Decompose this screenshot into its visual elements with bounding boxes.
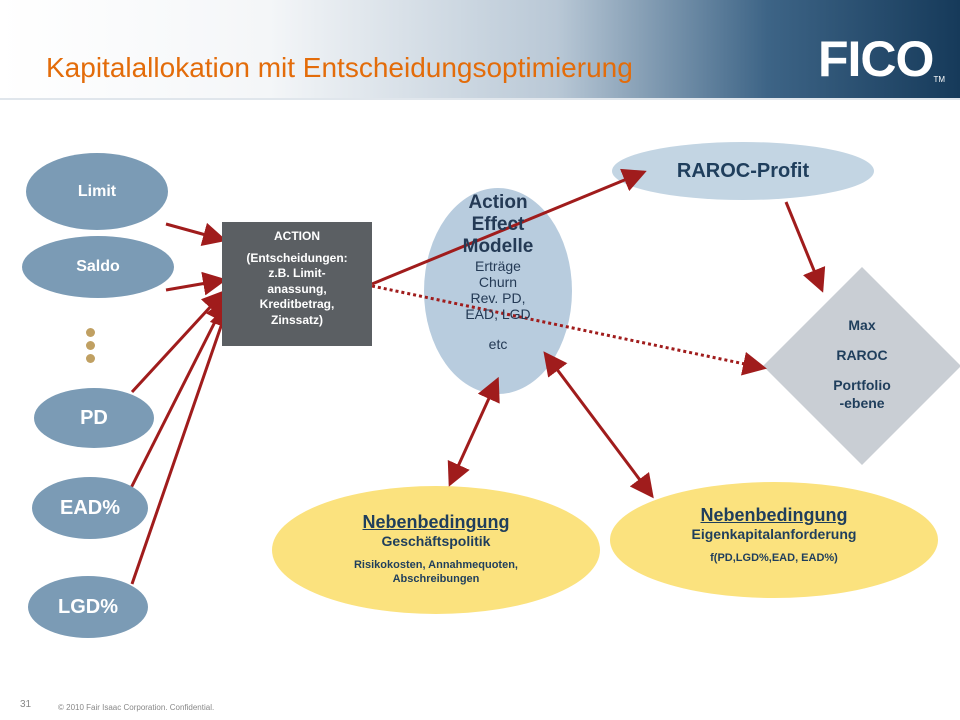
slide-title: Kapitalallokation mit Entscheidungsoptim…: [46, 52, 633, 83]
limit-ellipse: Limit: [26, 153, 168, 230]
nebenbedingung-right-ellipse: [610, 482, 938, 598]
action-box-line5: Kreditbetrag,: [259, 297, 335, 311]
max-raroc-line4: -ebene: [839, 395, 885, 411]
action-effect-line5: etc: [488, 336, 508, 352]
copyright-notice: © 2010 Fair Isaac Corporation. Confident…: [58, 703, 215, 712]
header-divider: [0, 98, 960, 100]
nb-left-subtitle: Geschäftspolitik: [381, 533, 491, 549]
max-raroc-line1: Max: [848, 317, 876, 333]
arrow-action-effect-to-nb-left: [447, 376, 500, 487]
max-raroc-line3: Portfolio: [833, 377, 891, 393]
action-effect-text: Action Effect Modelle Erträge Churn Rev.…: [424, 192, 572, 352]
nebenbedingung-right-text: Nebenbedingung Eigenkapitalanforderung f…: [610, 505, 938, 565]
action-effect-line1: Erträge: [475, 258, 521, 274]
nb-left-title: Nebenbedingung: [362, 512, 510, 532]
nb-right-subtitle: Eigenkapitalanforderung: [691, 526, 857, 542]
nebenbedingung-left-ellipse: [272, 486, 600, 614]
action-effect-title2: Effect: [471, 214, 525, 235]
action-effect-line2: Churn: [478, 274, 518, 290]
action-box-line6: Zinssatz): [270, 312, 323, 327]
arrow-saldo-to-action: [165, 271, 227, 296]
arrow-action-effect-to-nb-right: [543, 351, 654, 499]
action-box: ACTION (Entscheidungen: z.B. Limit- anas…: [222, 222, 372, 346]
max-raroc-text: Max RAROC Portfolio -ebene: [792, 316, 932, 412]
arrow-action-to-raroc: [371, 168, 647, 286]
arrow-raroc-to-max-raroc: [784, 201, 826, 293]
arrow-pd-to-action: [130, 289, 227, 394]
action-box-line4: anassung,: [267, 281, 327, 296]
nb-left-detail1: Risikokosten, Annahmequoten,: [353, 559, 518, 571]
lgd-label: LGD%: [58, 595, 118, 618]
ellipsis-dot-2: [86, 341, 95, 350]
limit-label: Limit: [77, 182, 117, 200]
lgd-ellipse: LGD%: [28, 576, 148, 638]
nebenbedingung-left-text: Nebenbedingung Geschäftspolitik Risikoko…: [272, 512, 600, 586]
action-effect-line4: EAD, LGD: [465, 306, 531, 322]
action-effect-title1: Action: [468, 192, 528, 213]
raroc-profit-label: RAROC-Profit: [676, 159, 810, 182]
ead-ellipse: EAD%: [32, 477, 148, 539]
saldo-label: Saldo: [76, 258, 120, 275]
ellipsis-dot-3: [86, 354, 95, 363]
logo-trademark: TM: [933, 75, 945, 84]
raroc-profit-ellipse: RAROC-Profit: [612, 142, 874, 200]
logo-text: FICO: [818, 31, 934, 87]
saldo-ellipse: Saldo: [22, 236, 174, 298]
header-bar: [0, 0, 960, 98]
page-number: 31: [20, 699, 32, 710]
arrow-ead-to-action: [128, 297, 228, 491]
action-box-line3: z.B. Limit-: [268, 266, 326, 280]
arrow-action-to-max-raroc: [371, 284, 767, 376]
arrow-limit-to-action: [165, 222, 227, 246]
action-box-line2: (Entscheidungen:: [246, 250, 348, 265]
arrow-lgd-to-action: [130, 303, 233, 585]
pd-label: PD: [80, 406, 108, 429]
pd-ellipse: PD: [34, 388, 154, 448]
ellipsis-dot-1: [86, 328, 95, 337]
action-effect-line3: Rev. PD,: [470, 290, 526, 306]
ead-label: EAD%: [59, 496, 120, 519]
action-box-line1: ACTION: [274, 229, 320, 243]
nb-left-detail2: Abschreibungen: [392, 573, 480, 585]
fico-logo: FICOTM: [818, 34, 945, 84]
max-raroc-line2: RAROC: [836, 347, 888, 363]
action-effect-title3: Modelle: [462, 236, 534, 257]
nb-right-detail: f(PD,LGD%,EAD, EAD%): [710, 552, 838, 564]
nb-right-title: Nebenbedingung: [700, 505, 848, 525]
